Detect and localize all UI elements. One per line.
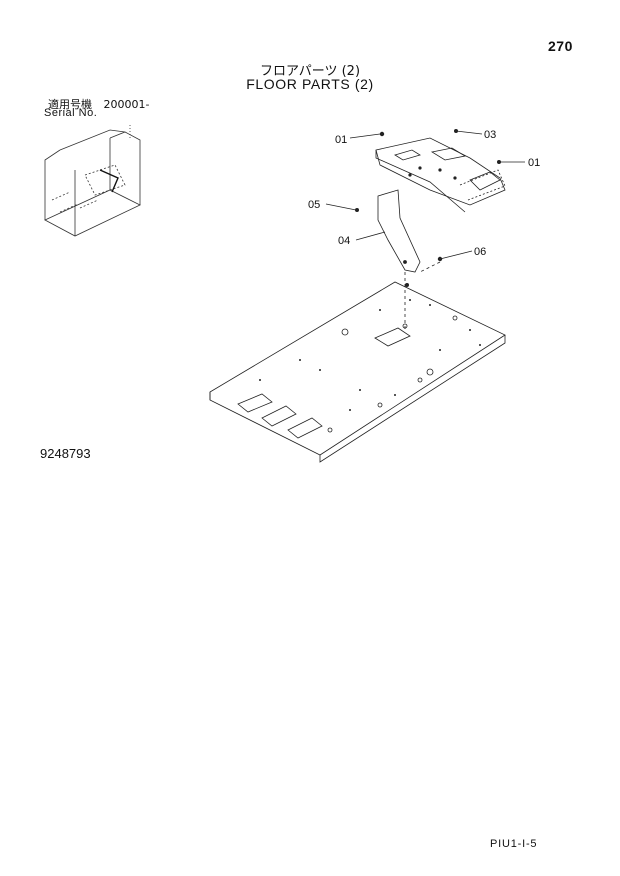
page-title-japanese: フロアパーツ (2) [259,64,361,79]
callout-05: 05 [308,199,320,211]
callout-04: 04 [338,235,350,247]
callout-06: 06 [474,246,486,258]
page-title: FLOOR PARTS (2) [246,76,374,92]
serial-label: Serial No. [44,107,98,119]
callout-01-right: 01 [528,157,540,169]
serial-range: 適用号機 200001- [48,96,149,112]
drawing-number: 9248793 [40,446,91,461]
serial-start-value: 200001- [103,98,150,111]
page-number: 270 [548,38,573,54]
footer-code: PIU1-I-5 [490,838,538,850]
callout-01-top: 01 [335,134,347,146]
serial-label-japanese: 適用号機 [48,98,92,111]
callout-03: 03 [484,129,496,141]
